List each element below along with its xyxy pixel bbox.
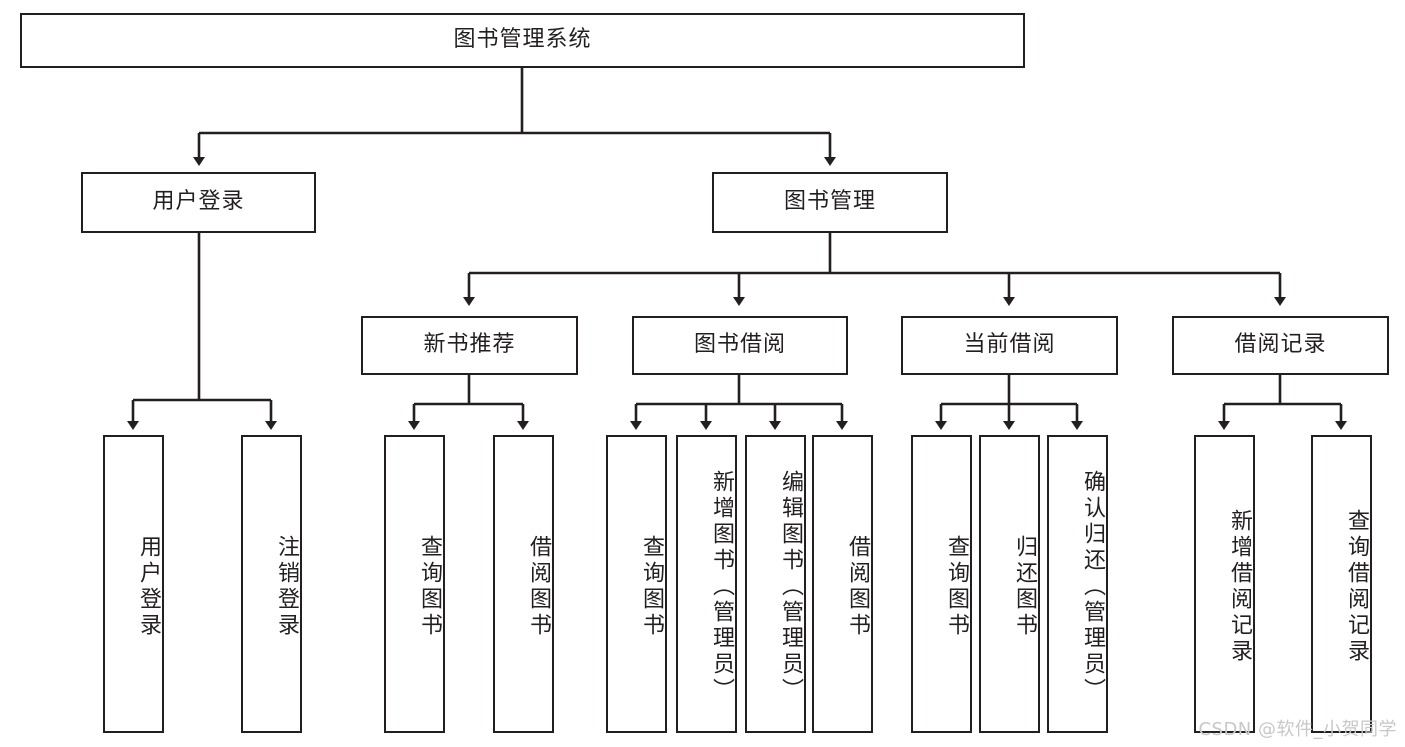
node-label: 查询借阅记录 [1344,509,1369,665]
node-label: 图书借阅 [693,332,786,358]
node-label: 用户登录 [136,535,161,639]
node-label: 图书管理 [783,189,876,215]
leaf-record-add-record[interactable]: 新增借阅记录 [1194,435,1255,733]
node-borrow-record[interactable]: 借阅记录 [1172,316,1389,375]
leaf-current-query-book[interactable]: 查询图书 [911,435,972,733]
node-label: 查询图书 [639,535,664,639]
node-label: 当前借阅 [963,332,1056,358]
node-new-book-recommend[interactable]: 新书推荐 [361,316,578,375]
node-label: 新增借阅记录 [1227,509,1252,665]
node-label: 确认归还（管理员） [1080,470,1105,704]
leaf-record-query-record[interactable]: 查询借阅记录 [1311,435,1372,733]
leaf-borrow-edit-book-admin[interactable]: 编辑图书（管理员） [745,435,806,733]
leaf-borrow-add-book-admin[interactable]: 新增图书（管理员） [676,435,737,733]
node-book-borrow[interactable]: 图书借阅 [632,316,848,375]
leaf-recommend-query-book[interactable]: 查询图书 [384,435,445,733]
leaf-current-return-book[interactable]: 归还图书 [979,435,1040,733]
node-label: 用户登录 [152,189,245,215]
node-user-login[interactable]: 用户登录 [81,172,316,233]
node-book-management[interactable]: 图书管理 [712,172,948,233]
leaf-borrow-borrow-book[interactable]: 借阅图书 [812,435,873,733]
node-label: 查询图书 [944,535,969,639]
leaf-current-confirm-return-admin[interactable]: 确认归还（管理员） [1047,435,1108,733]
node-label: 新增图书（管理员） [709,470,734,704]
leaf-recommend-borrow-book[interactable]: 借阅图书 [493,435,554,733]
leaf-borrow-query-book[interactable]: 查询图书 [606,435,667,733]
leaf-user-login-login[interactable]: 用户登录 [103,435,164,733]
watermark-text: CSDN @软件_小贺同学 [1198,719,1397,740]
node-label: 图书管理系统 [453,27,592,53]
node-label: 查询图书 [417,535,442,639]
node-label: 归还图书 [1012,535,1037,639]
node-label: 借阅图书 [845,535,870,639]
node-label: 新书推荐 [423,332,516,358]
node-label: 编辑图书（管理员） [778,470,803,704]
node-root-system[interactable]: 图书管理系统 [20,13,1025,68]
node-label: 借阅记录 [1234,332,1327,358]
node-label: 借阅图书 [526,535,551,639]
node-current-borrow[interactable]: 当前借阅 [901,316,1118,375]
leaf-user-login-logout[interactable]: 注销登录 [241,435,302,733]
node-label: 注销登录 [274,535,299,639]
